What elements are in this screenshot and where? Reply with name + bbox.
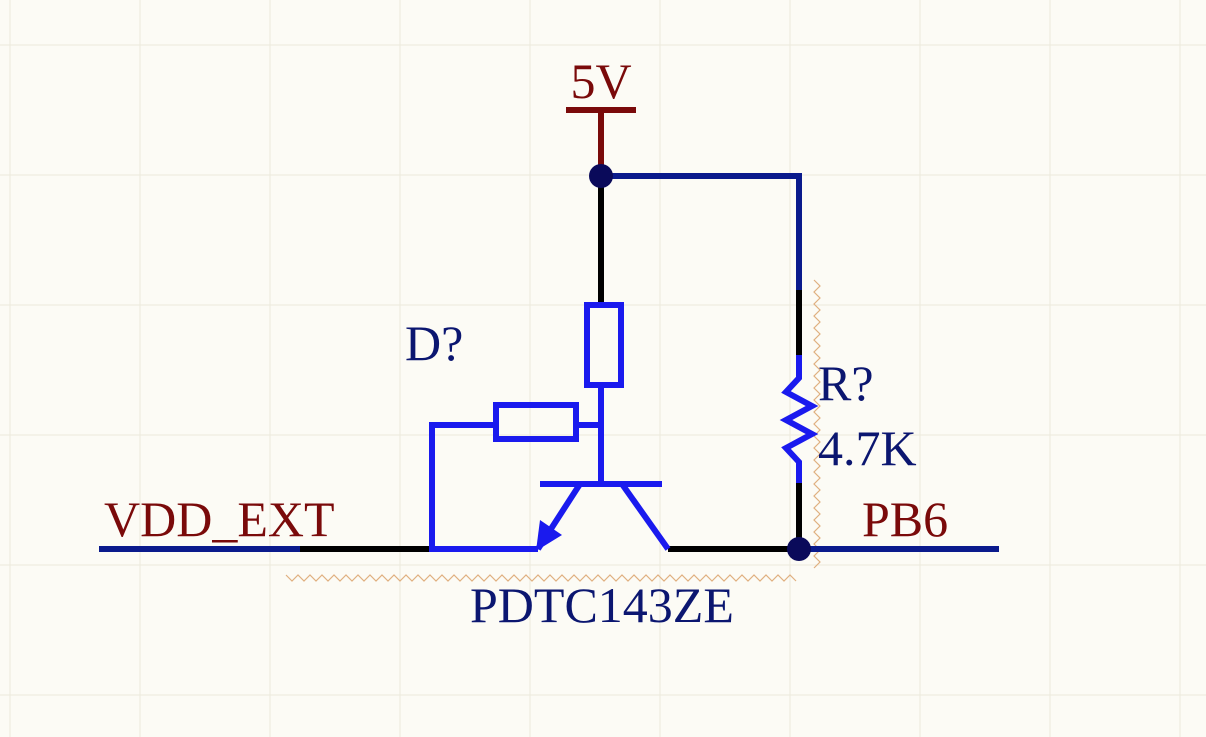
- junctions: [589, 164, 811, 561]
- transistor-input-loop: [429, 422, 538, 552]
- resistor-designator[interactable]: R?: [818, 355, 874, 411]
- selection-outline: [285, 279, 821, 582]
- transistor-designator[interactable]: D?: [405, 315, 463, 371]
- selection-zigzag-right: [813, 279, 821, 569]
- wire-5v-to-resistor[interactable]: [598, 173, 802, 293]
- transistor-bias-resistor-horizontal: [493, 402, 579, 442]
- transistor-collector-diag: [619, 482, 671, 551]
- resistor-zigzag: [779, 355, 819, 483]
- transistor-comment[interactable]: PDTC143ZE: [470, 577, 734, 633]
- net-label-vdd-ext[interactable]: VDD_EXT: [104, 491, 335, 547]
- pins: [300, 176, 802, 552]
- transistor-d[interactable]: [429, 302, 671, 552]
- net-label-pb6[interactable]: PB6: [862, 491, 948, 547]
- transistor-emitter-arrow: [536, 520, 562, 551]
- power-port-5v[interactable]: 5V: [566, 53, 636, 176]
- power-port-label: 5V: [570, 53, 631, 109]
- junction-5v: [589, 164, 613, 188]
- junction-pb6: [787, 537, 811, 561]
- resistor-value[interactable]: 4.7K: [818, 420, 917, 476]
- wires: [99, 173, 999, 552]
- resistor-r[interactable]: [779, 355, 819, 483]
- transistor-bias-resistor-vertical: [584, 302, 624, 388]
- selection-zigzag-bottom: [285, 574, 797, 582]
